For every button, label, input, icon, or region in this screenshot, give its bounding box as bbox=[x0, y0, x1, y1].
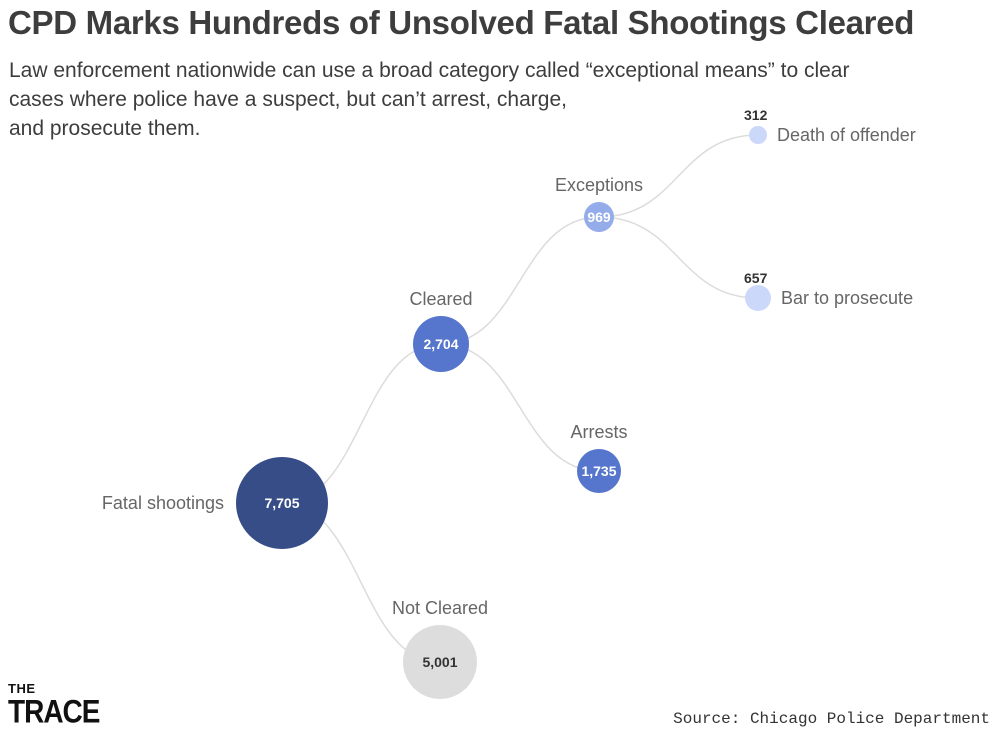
link-exceptions-bar bbox=[598, 216, 759, 299]
the-trace-logo: THE TRACE bbox=[8, 681, 100, 728]
logo-line-1: THE bbox=[8, 681, 36, 696]
node-value-bar: 657 bbox=[744, 270, 768, 286]
node-fatal: 7,705 Fatal shootings bbox=[102, 457, 328, 549]
link-cleared-arrests bbox=[440, 343, 600, 472]
chart-subtitle: Law enforcement nationwide can use a bro… bbox=[9, 56, 939, 143]
subtitle-line-2: cases where police have a suspect, but c… bbox=[9, 88, 567, 111]
subtitle-line-3: and prosecute them. bbox=[9, 117, 201, 140]
node-label-exceptions: Exceptions bbox=[555, 175, 643, 195]
source-note: Source: Chicago Police Department bbox=[673, 710, 990, 728]
node-circle-fatal bbox=[236, 457, 328, 549]
chart-title: CPD Marks Hundreds of Unsolved Fatal Sho… bbox=[8, 4, 915, 41]
link-exceptions-death bbox=[598, 134, 759, 218]
node-label-bar: Bar to prosecute bbox=[781, 288, 913, 308]
tree-links bbox=[281, 134, 759, 663]
node-value-exceptions: 969 bbox=[587, 209, 611, 225]
node-circle-not_cleared bbox=[403, 625, 477, 699]
node-label-arrests: Arrests bbox=[570, 422, 627, 442]
node-label-death: Death of offender bbox=[777, 125, 916, 145]
node-value-fatal: 7,705 bbox=[264, 495, 299, 511]
node-circle-arrests bbox=[577, 449, 621, 493]
node-circle-exceptions bbox=[584, 202, 614, 232]
node-label-cleared: Cleared bbox=[409, 289, 472, 309]
node-cleared: 2,704 Cleared bbox=[409, 289, 473, 372]
node-value-arrests: 1,735 bbox=[581, 463, 616, 479]
node-label-fatal: Fatal shootings bbox=[102, 493, 224, 513]
node-arrests: 1,735 Arrests bbox=[570, 422, 628, 493]
node-not_cleared: 5,001 Not Cleared bbox=[392, 598, 488, 699]
subtitle-line-1: Law enforcement nationwide can use a bro… bbox=[9, 59, 850, 82]
node-value-death: 312 bbox=[744, 107, 768, 123]
link-cleared-exceptions bbox=[440, 216, 600, 345]
node-circle-bar bbox=[745, 285, 771, 311]
logo-line-2: TRACE bbox=[8, 693, 100, 730]
node-value-not_cleared: 5,001 bbox=[422, 654, 457, 670]
node-value-cleared: 2,704 bbox=[423, 336, 458, 352]
node-circle-cleared bbox=[413, 316, 469, 372]
node-circle-death bbox=[749, 126, 767, 144]
node-label-not_cleared: Not Cleared bbox=[392, 598, 488, 618]
tree-nodes: 7,705 Fatal shootings 2,704 Cleared 5,001 Not… bbox=[102, 107, 916, 699]
node-exceptions: 969 Exceptions bbox=[555, 175, 643, 232]
